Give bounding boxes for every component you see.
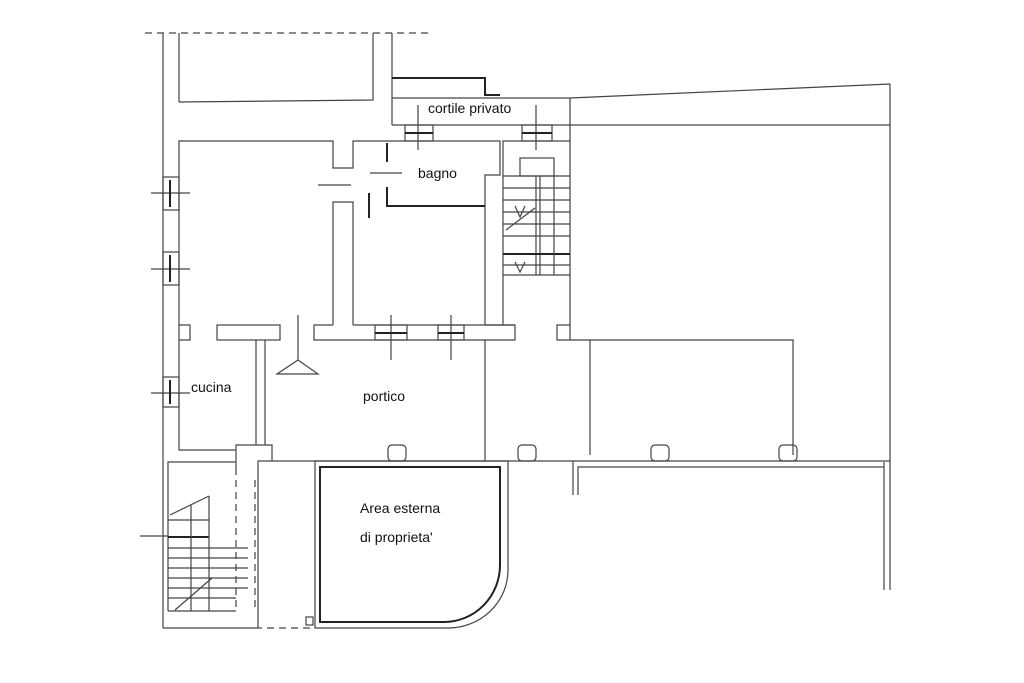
interior-wall-row xyxy=(179,324,794,455)
bagno-wall xyxy=(386,187,485,207)
pillar xyxy=(235,444,273,628)
upper-building-block xyxy=(178,33,374,103)
cucina-wall xyxy=(178,340,236,451)
window-left-1 xyxy=(151,176,190,211)
room-label-cortile-privato: cortile privato xyxy=(428,100,512,116)
window-cortile-2 xyxy=(521,105,553,150)
column xyxy=(387,444,407,462)
window-portico-2 xyxy=(437,315,465,360)
column xyxy=(517,444,537,462)
room-label-portico: portico xyxy=(363,388,406,404)
room-label-cucina: cucina xyxy=(191,379,232,395)
cortile-wall xyxy=(392,77,500,96)
staircase-upper xyxy=(503,157,570,276)
window-left-2 xyxy=(151,251,190,286)
column xyxy=(778,444,798,462)
room-label-area-esterna: Area esterna xyxy=(360,500,441,516)
inner-wall xyxy=(332,201,354,325)
marker xyxy=(305,616,314,626)
room-label-di-proprieta: di proprieta' xyxy=(360,529,433,545)
cortile-wall xyxy=(392,83,891,99)
area-esterna-inner xyxy=(319,466,501,623)
wall xyxy=(577,466,884,495)
area-esterna-outer xyxy=(314,460,509,629)
staircase-lower xyxy=(140,461,315,629)
lamp-icon xyxy=(275,359,320,375)
window-cucina xyxy=(151,376,190,408)
room-label-bagno: bagno xyxy=(418,165,457,181)
window-portico-1 xyxy=(374,315,408,360)
main-building-walls xyxy=(178,140,501,340)
stair-walls xyxy=(502,140,570,325)
column xyxy=(650,444,670,462)
